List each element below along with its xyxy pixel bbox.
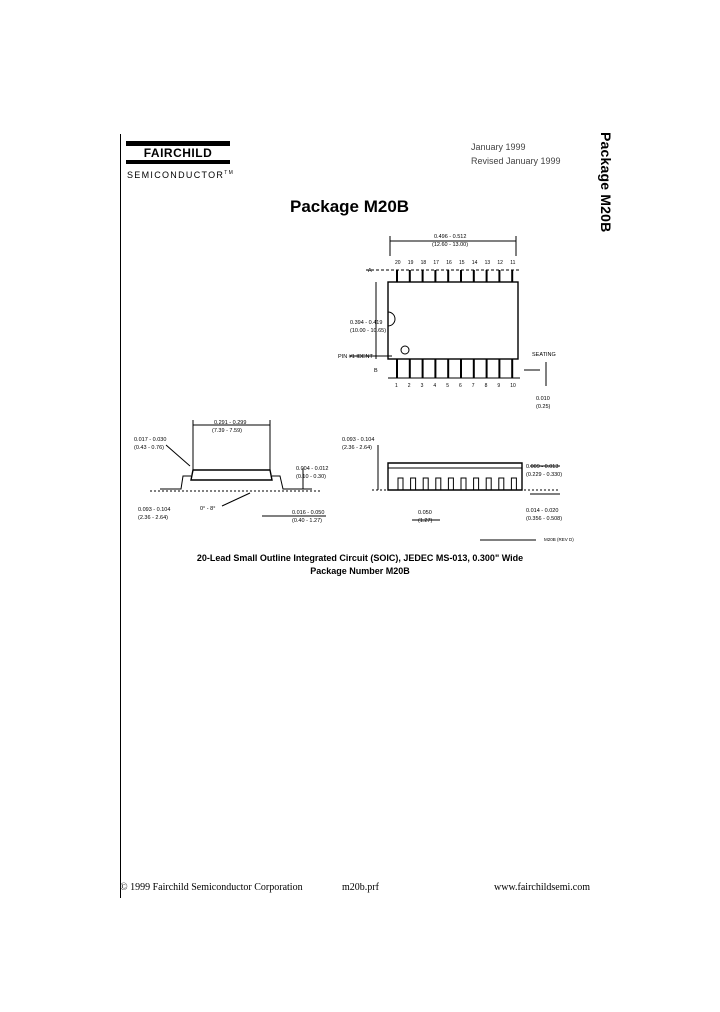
gauge-mm: (0.40 - 1.27) [292,518,322,524]
lead-thick-in: 0.009 - 0.013 [526,464,558,470]
logo-wordmark: FAIRCHILD [143,146,213,160]
lead-width-in: 0.014 - 0.020 [526,508,558,514]
lead-tol-mm: (0.25) [536,404,551,410]
end-view-lead [498,477,505,491]
end-view-lead [447,477,454,491]
caption-line2: Package Number M20B [310,566,410,576]
top-pin-number: 19 [408,260,414,266]
gauge-in: 0.016 - 0.050 [292,510,324,516]
end-view-lead [460,477,467,491]
angle-label: 0° - 8° [200,506,215,512]
side-title: Package M20B [598,132,614,233]
date: January 1999 [471,142,526,152]
lead-thick-mm: (0.229 - 0.330) [526,472,562,478]
top-pin-number: 15 [459,260,465,266]
logo-subtitle: SEMICONDUCTORTM [127,170,234,180]
footer-copyright: © 1999 Fairchild Semiconductor Corporati… [120,882,303,893]
bottom-pin-number: 6 [459,383,462,389]
bottom-pin-number: 9 [497,383,500,389]
top-width-in: 0.394 - 0.419 [350,320,382,326]
seating-label: SEATING [532,352,556,358]
bottom-pin-number: 1 [395,383,398,389]
bottom-pins: 1 2 3 4 5 6 7 8 9 10 [395,359,516,389]
end-view-lead [435,477,442,491]
ref-a: A [368,268,372,274]
fairchild-logo: FAIRCHILD [126,141,230,164]
footer-url: www.fairchildsemi.com [494,882,590,893]
angle-leader [221,492,251,507]
pitch-in: 0.050 [418,510,432,516]
bottom-pin-number: 10 [510,383,516,389]
body-width-in: 0.291 - 0.299 [214,420,246,426]
bottom-pin-number: 4 [433,383,436,389]
top-view-body [387,281,519,360]
height-mm: (2.36 - 2.64) [138,515,168,521]
lead-in: 0.017 - 0.030 [134,437,166,443]
caption-line1: 20-Lead Small Outline Integrated Circuit… [196,553,524,563]
pitch-mm: (1.27) [418,518,433,524]
end-height-mm: (2.36 - 2.64) [342,445,372,451]
end-view-body [387,462,523,491]
pin1-dot [400,345,410,355]
end-height-in: 0.093 - 0.104 [342,437,374,443]
body-width-mm: (7.39 - 7.59) [212,428,242,434]
left-margin-rule [120,134,121,898]
page-title: Package M20B [290,197,410,216]
side-lead-left [160,475,191,490]
top-pin-number: 18 [421,260,427,266]
bottom-pin-number: 3 [421,383,424,389]
logo-bar-top [126,141,230,146]
end-view-lead [485,477,492,491]
side-lead-right [272,475,312,490]
bottom-pin-number: 7 [472,383,475,389]
top-pin-number: 20 [395,260,401,266]
lead-leader [165,444,191,467]
top-pin-number: 12 [497,260,503,266]
ref-b: B [374,368,378,374]
standoff-in: 0.004 - 0.012 [296,466,328,472]
end-view-lead [510,477,517,491]
top-length-mm: (12.60 - 13.00) [432,242,468,248]
footer-file: m20b.prf [342,882,379,893]
revised-date: Revised January 1999 [471,156,561,166]
lead-tol-in: 0.010 [536,396,550,402]
height-in: 0.093 - 0.104 [138,507,170,513]
top-width-mm: (10.00 - 10.65) [350,328,386,334]
end-view-lead [397,477,404,491]
logo-tm: TM [224,170,235,176]
standoff-mm: (0.10 - 0.30) [296,474,326,480]
drawing-code: M20B (REV D) [544,537,574,542]
top-pin-number: 11 [510,260,515,266]
logo-sub-text: SEMICONDUCTOR [127,170,225,180]
side-view-body [190,469,273,481]
top-pin-number: 14 [472,260,478,266]
bottom-pin-number: 8 [485,383,488,389]
end-view-leads [397,477,517,491]
top-pins: 20 19 18 17 16 15 14 13 12 11 [395,260,516,282]
logo-bar-bottom [126,160,230,164]
bottom-pin-number: 2 [408,383,411,389]
pin1-notch [387,311,396,327]
top-pin-number: 17 [433,260,439,266]
lead-mm: (0.43 - 0.76) [134,445,164,451]
top-length-in: 0.496 - 0.512 [434,234,466,240]
end-view-lead [473,477,480,491]
top-pin-number: 13 [485,260,491,266]
bottom-pin-number: 5 [446,383,449,389]
pin1-label: PIN #1 IDENT [338,354,373,360]
end-view-lead [410,477,417,491]
lead-width-mm: (0.356 - 0.508) [526,516,562,522]
top-pin-number: 16 [446,260,452,266]
end-view-lead [422,477,429,491]
